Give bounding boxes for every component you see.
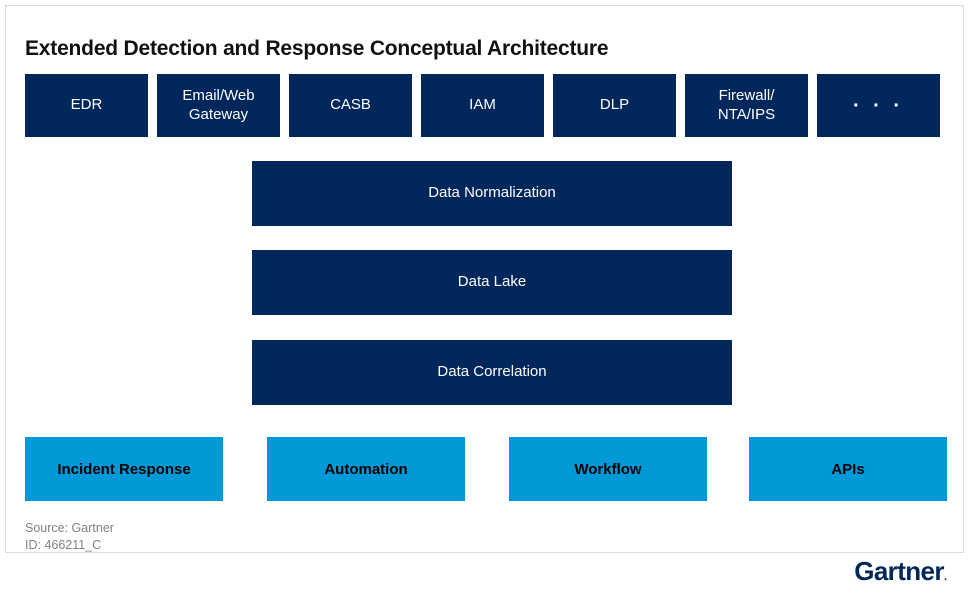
pipeline-box-data-lake[interactable]: Data Lake xyxy=(252,250,732,315)
page-title: Extended Detection and Response Conceptu… xyxy=(25,37,609,61)
gartner-logo-text: Gartner xyxy=(854,556,944,586)
action-box-incident-response[interactable]: Incident Response xyxy=(25,437,223,501)
action-box-label: Automation xyxy=(324,460,408,478)
source-box-firewall-nta-ips[interactable]: Firewall/NTA/IPS xyxy=(685,74,808,137)
source-box-label: EDR xyxy=(70,96,103,114)
action-box-automation[interactable]: Automation xyxy=(267,437,465,501)
source-box-label: IAM xyxy=(469,96,496,114)
source-box-dlp[interactable]: DLP xyxy=(553,74,676,137)
gartner-logo: Gartner. xyxy=(854,558,947,584)
source-box-label: CASB xyxy=(330,96,371,114)
source-box-casb[interactable]: CASB xyxy=(289,74,412,137)
pipeline-box-label: Data Normalization xyxy=(428,184,556,202)
action-box-label: APIs xyxy=(831,460,865,478)
ellipsis-icon: · · · xyxy=(852,94,905,117)
source-line: Source: Gartner xyxy=(25,521,114,535)
source-box-iam[interactable]: IAM xyxy=(421,74,544,137)
action-box-apis[interactable]: APIs xyxy=(749,437,947,501)
registered-mark-icon: . xyxy=(943,571,947,583)
pipeline-box-label: Data Correlation xyxy=(437,363,547,381)
action-box-label: Incident Response xyxy=(57,460,191,478)
source-box-edr[interactable]: EDR xyxy=(25,74,148,137)
pipeline-box-label: Data Lake xyxy=(457,273,527,291)
action-box-label: Workflow xyxy=(574,460,642,478)
source-box-label: DLP xyxy=(599,96,630,114)
source-box-more[interactable]: · · · xyxy=(817,74,940,137)
action-box-workflow[interactable]: Workflow xyxy=(509,437,707,501)
source-box-label: Firewall/NTA/IPS xyxy=(717,86,776,123)
id-line: ID: 466211_C xyxy=(25,537,102,552)
pipeline-box-data-normalization[interactable]: Data Normalization xyxy=(252,161,732,226)
slide-canvas: Extended Detection and Response Conceptu… xyxy=(5,5,964,553)
source-note: Source: Gartner ID: 466211_C xyxy=(25,520,114,554)
pipeline-box-data-correlation[interactable]: Data Correlation xyxy=(252,340,732,405)
